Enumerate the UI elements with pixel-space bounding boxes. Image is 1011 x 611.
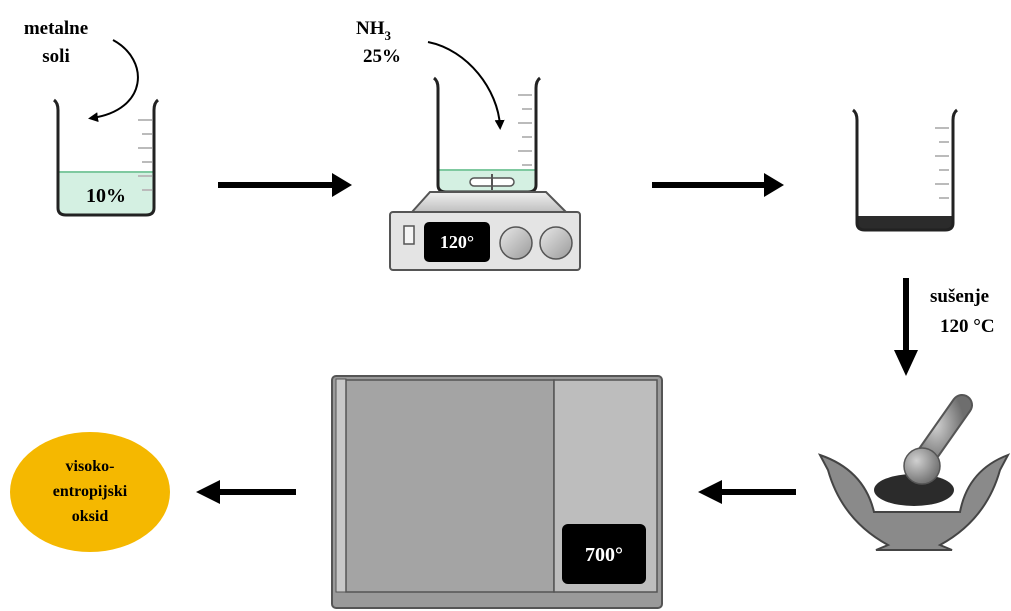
product-label-line2: entropijski bbox=[53, 483, 128, 500]
metal-salts-curved-arrow bbox=[88, 39, 139, 123]
arrow-head-1 bbox=[332, 173, 352, 197]
beaker-icon: 10% bbox=[53, 98, 159, 217]
hot-plate-stirrer-icon: 120° bbox=[389, 76, 581, 271]
mortar-and-pestle-icon bbox=[817, 394, 1011, 551]
ammonia-label: NH3 25% bbox=[356, 18, 401, 67]
ammonia-concentration: 25% bbox=[363, 46, 401, 67]
ammonia-curved-arrow bbox=[427, 41, 505, 130]
ammonia-subscript: 3 bbox=[385, 28, 392, 43]
svg-text:NH3: NH3 bbox=[356, 18, 392, 43]
ammonia-formula: NH bbox=[356, 18, 385, 39]
precipitate-beaker-icon bbox=[852, 108, 958, 232]
product-ellipse: visoko- entropijski oksid bbox=[10, 432, 170, 552]
furnace-temperature: 700° bbox=[585, 544, 623, 566]
drying-label-line2: 120 °C bbox=[940, 316, 995, 337]
arrow-head-left-2 bbox=[196, 480, 220, 504]
metal-salts-label: metalne soli bbox=[24, 18, 88, 67]
furnace-icon: 700° bbox=[331, 375, 663, 609]
product-label-line3: oksid bbox=[72, 508, 109, 525]
metal-salts-label-line2: soli bbox=[42, 46, 69, 67]
drying-label-line1: sušenje bbox=[930, 286, 989, 307]
metal-salts-label-line1: metalne bbox=[24, 18, 88, 39]
arrow-head-left-1 bbox=[698, 480, 722, 504]
beaker1-concentration-label: 10% bbox=[86, 185, 126, 207]
stirrer-temperature: 120° bbox=[440, 232, 474, 252]
product-label-line1: visoko- bbox=[66, 458, 115, 475]
arrow-head-2 bbox=[764, 173, 784, 197]
arrow-head-down bbox=[894, 350, 918, 376]
